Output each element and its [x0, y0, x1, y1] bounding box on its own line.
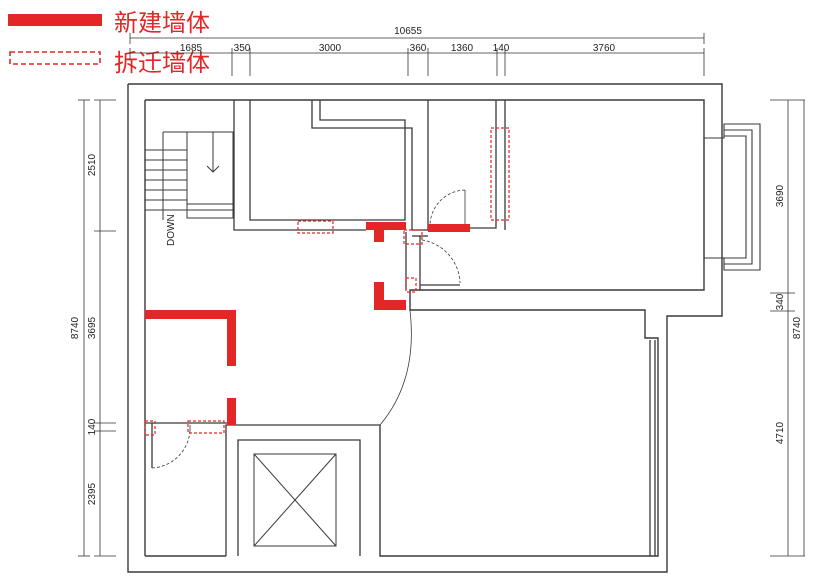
new-wall-left-horizontal [145, 310, 236, 319]
new-wall-upper-corner-h [366, 222, 406, 230]
dim-top-5: 1360 [451, 43, 474, 54]
dim-right-total: 8740 [792, 316, 803, 339]
new-wall-lower-corner-h [374, 300, 406, 310]
dim-right-3: 4710 [775, 421, 786, 444]
demolished-walls [144, 127, 510, 436]
demolish-wall-right-vertical [490, 127, 510, 221]
dim-top-3: 3000 [319, 43, 342, 54]
dim-top-6: 140 [493, 43, 510, 54]
legend: 新建墙体 拆迁墙体 [8, 9, 210, 77]
dim-right-2: 340 [775, 293, 786, 310]
demolish-wall-small-v [405, 277, 417, 293]
dim-left-1: 2510 [87, 153, 98, 176]
dim-top-7: 3760 [593, 43, 616, 54]
right-dimensions [770, 99, 805, 557]
dim-left-4: 2395 [87, 482, 98, 505]
staircase [145, 131, 234, 220]
dim-top-1: 1685 [180, 43, 203, 54]
dim-right-1: 3690 [775, 184, 786, 207]
interior-walls [145, 100, 656, 556]
demolish-wall-left-edge [144, 420, 156, 436]
legend-demolish-wall-swatch [9, 51, 101, 65]
new-wall-room-bottom [428, 224, 470, 232]
door-swings [151, 189, 466, 469]
new-wall-left-vertical [227, 310, 236, 366]
new-wall-left-stub [227, 398, 236, 425]
stair-direction-label: DOWN [166, 214, 177, 246]
left-dimensions [78, 99, 116, 557]
legend-new-wall-label: 新建墙体 [114, 9, 210, 37]
demolish-wall-top-middle [297, 220, 334, 234]
dim-total-width: 10655 [394, 26, 422, 37]
demolish-wall-doorway [403, 229, 423, 245]
elevator-shaft [253, 453, 337, 547]
exterior-walls [127, 83, 723, 573]
demolish-wall-bottom-left [187, 420, 225, 434]
new-wall-upper-corner-v [374, 222, 384, 242]
new-walls [145, 222, 470, 425]
dim-left-2: 3695 [87, 316, 98, 339]
dim-top-4: 360 [410, 43, 427, 54]
bay-window [703, 123, 761, 271]
dim-left-total: 8740 [70, 316, 81, 339]
legend-new-wall-swatch [8, 14, 102, 26]
new-wall-lower-corner-v [374, 282, 384, 310]
top-dimensions [129, 33, 705, 76]
dim-top-2: 350 [234, 43, 251, 54]
dim-left-3: 140 [87, 418, 98, 435]
